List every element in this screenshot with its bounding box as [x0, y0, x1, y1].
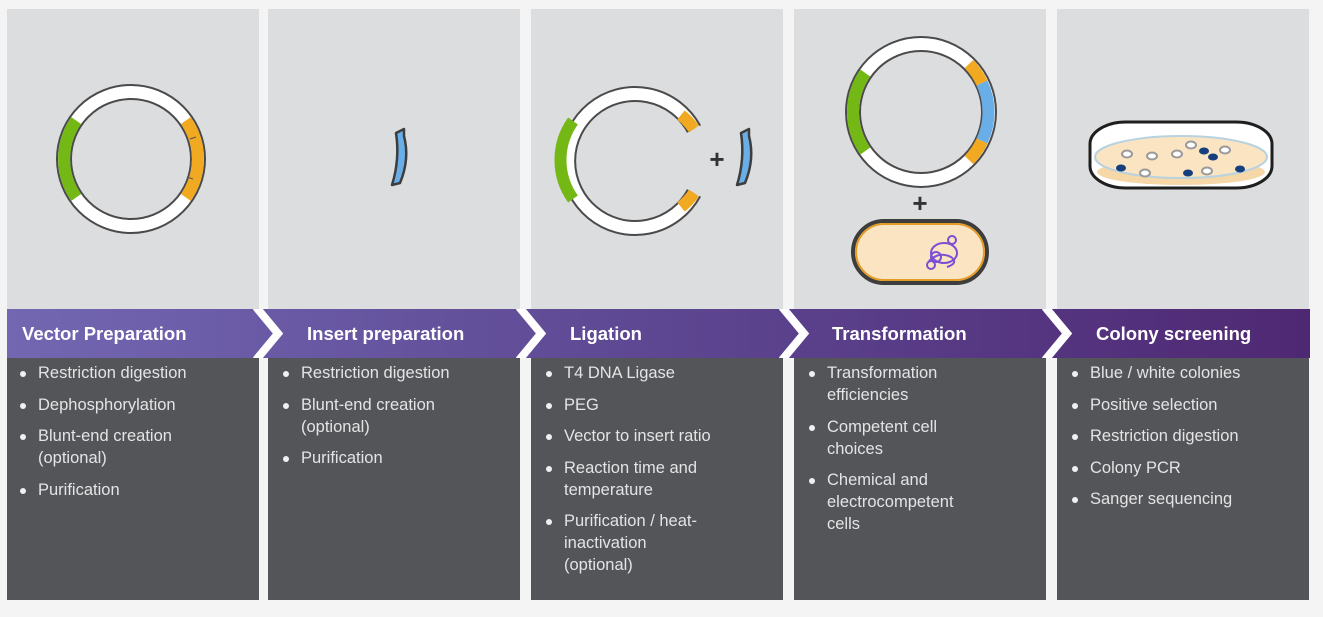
list-item: Blunt-end creation (optional)	[282, 394, 471, 438]
list-item: Reaction time and temperature	[545, 457, 734, 501]
stage-column-vector-preparation	[7, 9, 259, 600]
stage-title-transformation: Transformation	[832, 323, 967, 344]
bacterial-cell-icon	[851, 219, 989, 285]
stage-title-ligation: Ligation	[570, 323, 642, 344]
stage-items-ligation: T4 DNA Ligase PEG Vector to insert ratio…	[545, 362, 777, 586]
list-item: Sanger sequencing	[1071, 488, 1303, 510]
plus-icon: +	[709, 144, 724, 174]
green-marker-segment	[847, 69, 871, 155]
stage-details-panel	[531, 358, 783, 600]
stage-details-panel	[1057, 358, 1309, 600]
list-item: PEG	[545, 394, 777, 416]
list-item: Blue / white colonies	[1071, 362, 1303, 384]
stage-details-panel	[794, 358, 1046, 600]
list-item: Restriction digestion	[19, 362, 251, 384]
list-item: Purification	[19, 479, 251, 501]
list-item: Restriction digestion	[282, 362, 514, 384]
plasmid-dna-icon	[926, 235, 958, 270]
list-item: Blunt-end creation (optional)	[19, 425, 208, 469]
white-colonies	[1121, 140, 1231, 178]
stage-title-colony-screening: Colony screening	[1096, 323, 1252, 344]
petri-dish-colonies-icon	[1088, 120, 1274, 190]
stage-title-vector-preparation: Vector Preparation	[22, 323, 187, 344]
list-item: Chemical and electrocompetent cells	[808, 469, 987, 535]
insert-fragment-icon	[390, 127, 408, 187]
illustration-panel	[7, 9, 259, 309]
stage-column-insert-preparation	[268, 9, 520, 600]
stage-items-insert-preparation: Restriction digestion Blunt-end creation…	[282, 362, 514, 479]
list-item: Restriction digestion	[1071, 425, 1303, 447]
linearized-vector-plasmid-icon	[56, 84, 206, 234]
stage-details-panel	[7, 358, 259, 600]
list-item: Purification / heat-inactivation (option…	[545, 510, 714, 576]
orange-site-segment	[964, 59, 988, 86]
list-item: Transformation efficiencies	[808, 362, 967, 406]
list-item: Vector to insert ratio	[545, 425, 777, 447]
stage-column-colony-screening	[1057, 9, 1309, 600]
list-item: Positive selection	[1071, 394, 1303, 416]
stage-column-transformation: +	[794, 9, 1046, 600]
open-vector-plus-insert-icon: +	[554, 86, 753, 236]
list-item: Dephosphorylation	[19, 394, 251, 416]
stage-items-vector-preparation: Restriction digestion Dephosphorylation …	[19, 362, 251, 510]
orange-site-segment	[677, 189, 699, 212]
illustration-panel	[1057, 9, 1309, 309]
list-item: Colony PCR	[1071, 457, 1303, 479]
stage-column-ligation: +	[531, 9, 783, 600]
blue-colonies	[1116, 147, 1245, 177]
list-item: Competent cell choices	[808, 416, 967, 460]
blue-insert-segment	[976, 80, 995, 144]
illustration-panel	[268, 9, 520, 309]
chevron-separators	[252, 309, 1073, 358]
process-chevron-band	[0, 309, 1323, 358]
list-item: Purification	[282, 447, 514, 469]
stage-items-colony-screening: Blue / white colonies Positive selection…	[1071, 362, 1303, 520]
stage-items-transformation: Transformation efficiencies Competent ce…	[808, 362, 1040, 545]
green-marker-segment	[554, 117, 578, 203]
orange-site-segment	[677, 110, 699, 133]
list-item: T4 DNA Ligase	[545, 362, 777, 384]
stage-title-insert-preparation: Insert preparation	[307, 323, 465, 344]
orange-site-segment	[964, 138, 988, 165]
illustration-panel: +	[531, 9, 783, 309]
illustration-panel: +	[794, 9, 1046, 309]
recombinant-plasmid-plus-cell-icon: +	[845, 36, 997, 285]
plus-icon: +	[912, 188, 927, 218]
orange-site-segment	[180, 117, 204, 201]
green-marker-segment	[58, 117, 82, 201]
stage-details-panel	[268, 358, 520, 600]
